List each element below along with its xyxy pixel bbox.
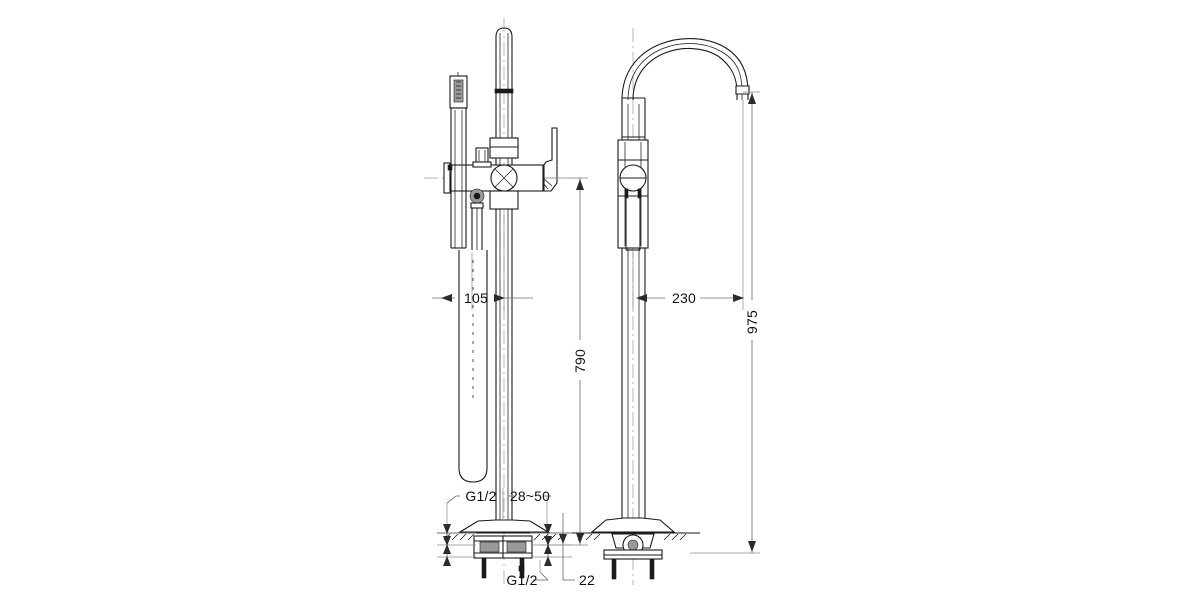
- base-dim-right-arrow-3: [544, 536, 552, 546]
- dim-790-arrow-bottom: [576, 533, 584, 544]
- leader-g12-lower-label: G1/2: [506, 572, 537, 588]
- dim-230-arrow-left: [636, 294, 647, 302]
- side-base-fitting-bore: [627, 539, 639, 551]
- base-dim-left-arrow-1: [443, 524, 451, 534]
- spout-outlet: [735, 85, 750, 95]
- base-thickness-dims-right: [530, 524, 572, 566]
- base-inlet-port-right: [506, 541, 527, 553]
- hose-outlet-hole: [473, 192, 481, 200]
- dim-28-50-label: 28~50: [510, 488, 550, 504]
- dimension-230: 230: [632, 100, 744, 310]
- dim-105-arrow-left: [441, 294, 452, 302]
- dim-790-arrow-top: [576, 179, 584, 190]
- leader-g12-upper-label: G1/2: [465, 488, 496, 504]
- hose-outlet: [469, 188, 485, 209]
- shower-hose: [458, 208, 488, 483]
- mixer-left-endcap: [443, 162, 451, 194]
- base-thickness-dims-left: [437, 524, 476, 566]
- gooseneck-spout: [621, 37, 750, 101]
- front-view-assembly: [424, 18, 590, 585]
- dim-22-arrow: [559, 534, 567, 544]
- riser-tube: [494, 27, 514, 520]
- dimension-975: 975: [690, 91, 760, 554]
- dimension-790: 790: [540, 177, 588, 546]
- lever-handle: [542, 127, 558, 192]
- dim-105-label: 105: [464, 290, 488, 306]
- mixer-lower-stub: [489, 190, 519, 210]
- side-base-stud-right: [649, 558, 655, 580]
- side-mixer-housing: [617, 139, 649, 249]
- base-inlet-port-left: [479, 541, 500, 553]
- base-dim-left-arrow-4: [443, 556, 451, 566]
- dim-975-arrow-bottom: [748, 541, 756, 552]
- riser-collar-band: [494, 88, 514, 94]
- base-stud-left: [481, 557, 487, 579]
- base-dim-right-arrow-2: [544, 544, 552, 554]
- side-hub-detail-right: [637, 188, 642, 199]
- base-dim-left-arrow-3: [443, 536, 451, 546]
- dimension-105: 105: [432, 215, 533, 310]
- side-floor-hatching-right: [663, 533, 687, 541]
- diverter-knob: [472, 147, 492, 168]
- diverter-knob-flange: [472, 161, 492, 168]
- dim-105-arrow-right: [494, 294, 505, 302]
- side-base-stud-left: [611, 558, 617, 580]
- side-mixer-body: [617, 139, 649, 251]
- dim-790-label: 790: [572, 349, 588, 373]
- mixer-upper-shoulder: [489, 137, 519, 159]
- mixer-body: [443, 137, 545, 210]
- leader-g12-lower: G1/2: [506, 560, 549, 588]
- dim-975-label: 975: [744, 310, 760, 334]
- dimension-28-50: 28~50: [502, 488, 551, 530]
- wand-holder-bracket: [447, 164, 453, 171]
- side-view-assembly: [572, 28, 750, 585]
- diverter-knob-body: [475, 147, 489, 163]
- dim-22-label: 22: [579, 572, 595, 588]
- floor-mount-base: [437, 519, 572, 579]
- shower-hose-loop: [458, 250, 488, 483]
- base-dim-left-arrow-2: [443, 544, 451, 554]
- handshower-spray-face: [453, 79, 464, 103]
- leader-g12-lower-marker: [518, 565, 525, 572]
- base-dim-right-arrow-1: [544, 524, 552, 534]
- hand-shower-wand: [447, 72, 468, 249]
- side-floor-mount-base: [572, 517, 700, 580]
- side-hub-detail-left: [624, 188, 629, 199]
- dim-230-arrow-right: [733, 294, 744, 302]
- base-dim-right-arrow-4: [544, 556, 552, 566]
- dim-230-label: 230: [672, 290, 696, 306]
- dim-975-arrow-top: [748, 93, 756, 104]
- dimension-22: 22: [559, 513, 595, 588]
- hose-outlet-collar: [470, 202, 484, 209]
